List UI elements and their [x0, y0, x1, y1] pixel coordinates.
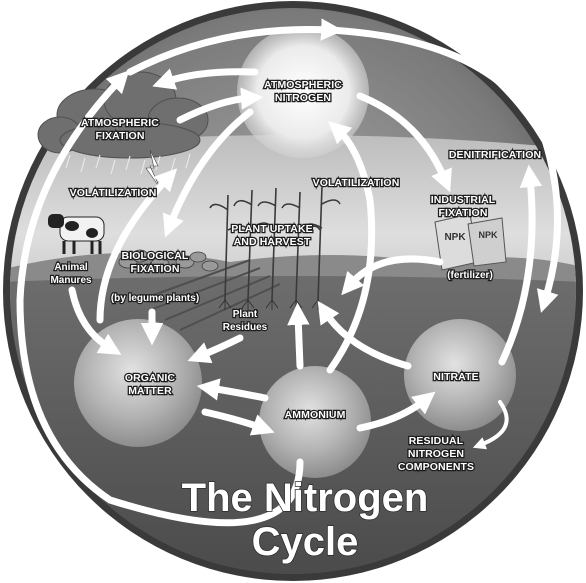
animal-manures-label-2: Manures: [50, 275, 92, 286]
residual-nitrogen-label-1: RESIDUAL: [409, 435, 464, 447]
volatilization-left-label: VOLATILIZATION: [70, 187, 157, 199]
atmospheric-fixation-label-1: ATMOSPHERIC: [81, 117, 159, 129]
atmospheric-nitrogen-label-2: NITROGEN: [275, 92, 331, 104]
biological-fixation-label-2: FIXATION: [130, 263, 179, 275]
industrial-fixation-label-2: FIXATION: [438, 207, 487, 219]
denitrification-label: DENITRIFICATION: [449, 149, 541, 161]
fertilizer-bag-icon: NPK NPK: [435, 214, 506, 270]
nitrate-label: NITRATE: [433, 371, 478, 383]
residual-nitrogen-label-2: NITROGEN: [408, 448, 464, 460]
ammonium-label: AMMONIUM: [285, 409, 346, 421]
plant-uptake-label-1: PLANT UPTAKE: [231, 223, 313, 235]
organic-matter-label-1: ORGANIC: [125, 372, 176, 384]
plant-residues-label-2: Residues: [223, 322, 268, 333]
npk-label: NPK: [444, 232, 466, 243]
atmospheric-fixation-label-2: FIXATION: [95, 130, 144, 142]
npk-label-2: NPK: [478, 230, 498, 240]
arrow-ammonium-to-plant: [298, 316, 300, 366]
animal-manures-label-1: Animal: [54, 262, 88, 273]
plant-residues-label-1: Plant: [233, 309, 258, 320]
plant-uptake-label-2: AND HARVEST: [234, 236, 311, 248]
atmospheric-nitrogen-label-1: ATMOSPHERIC: [264, 79, 342, 91]
volatilization-center-label: VOLATILIZATION: [313, 177, 400, 189]
residual-nitrogen-label-3: COMPONENTS: [398, 461, 474, 473]
diagram-title-line-2: Cycle: [252, 520, 359, 564]
diagram-title-line-1: The Nitrogen: [182, 476, 429, 520]
industrial-fixation-label-1: INDUSTRIAL: [431, 194, 496, 206]
fertilizer-label: (fertilizer): [447, 270, 493, 281]
organic-matter-label-2: MATTER: [128, 385, 172, 397]
legume-plants-label: (by legume plants): [111, 293, 199, 304]
biological-fixation-label-1: BIOLOGICAL: [122, 250, 189, 262]
ammonium-sphere: [259, 366, 371, 478]
